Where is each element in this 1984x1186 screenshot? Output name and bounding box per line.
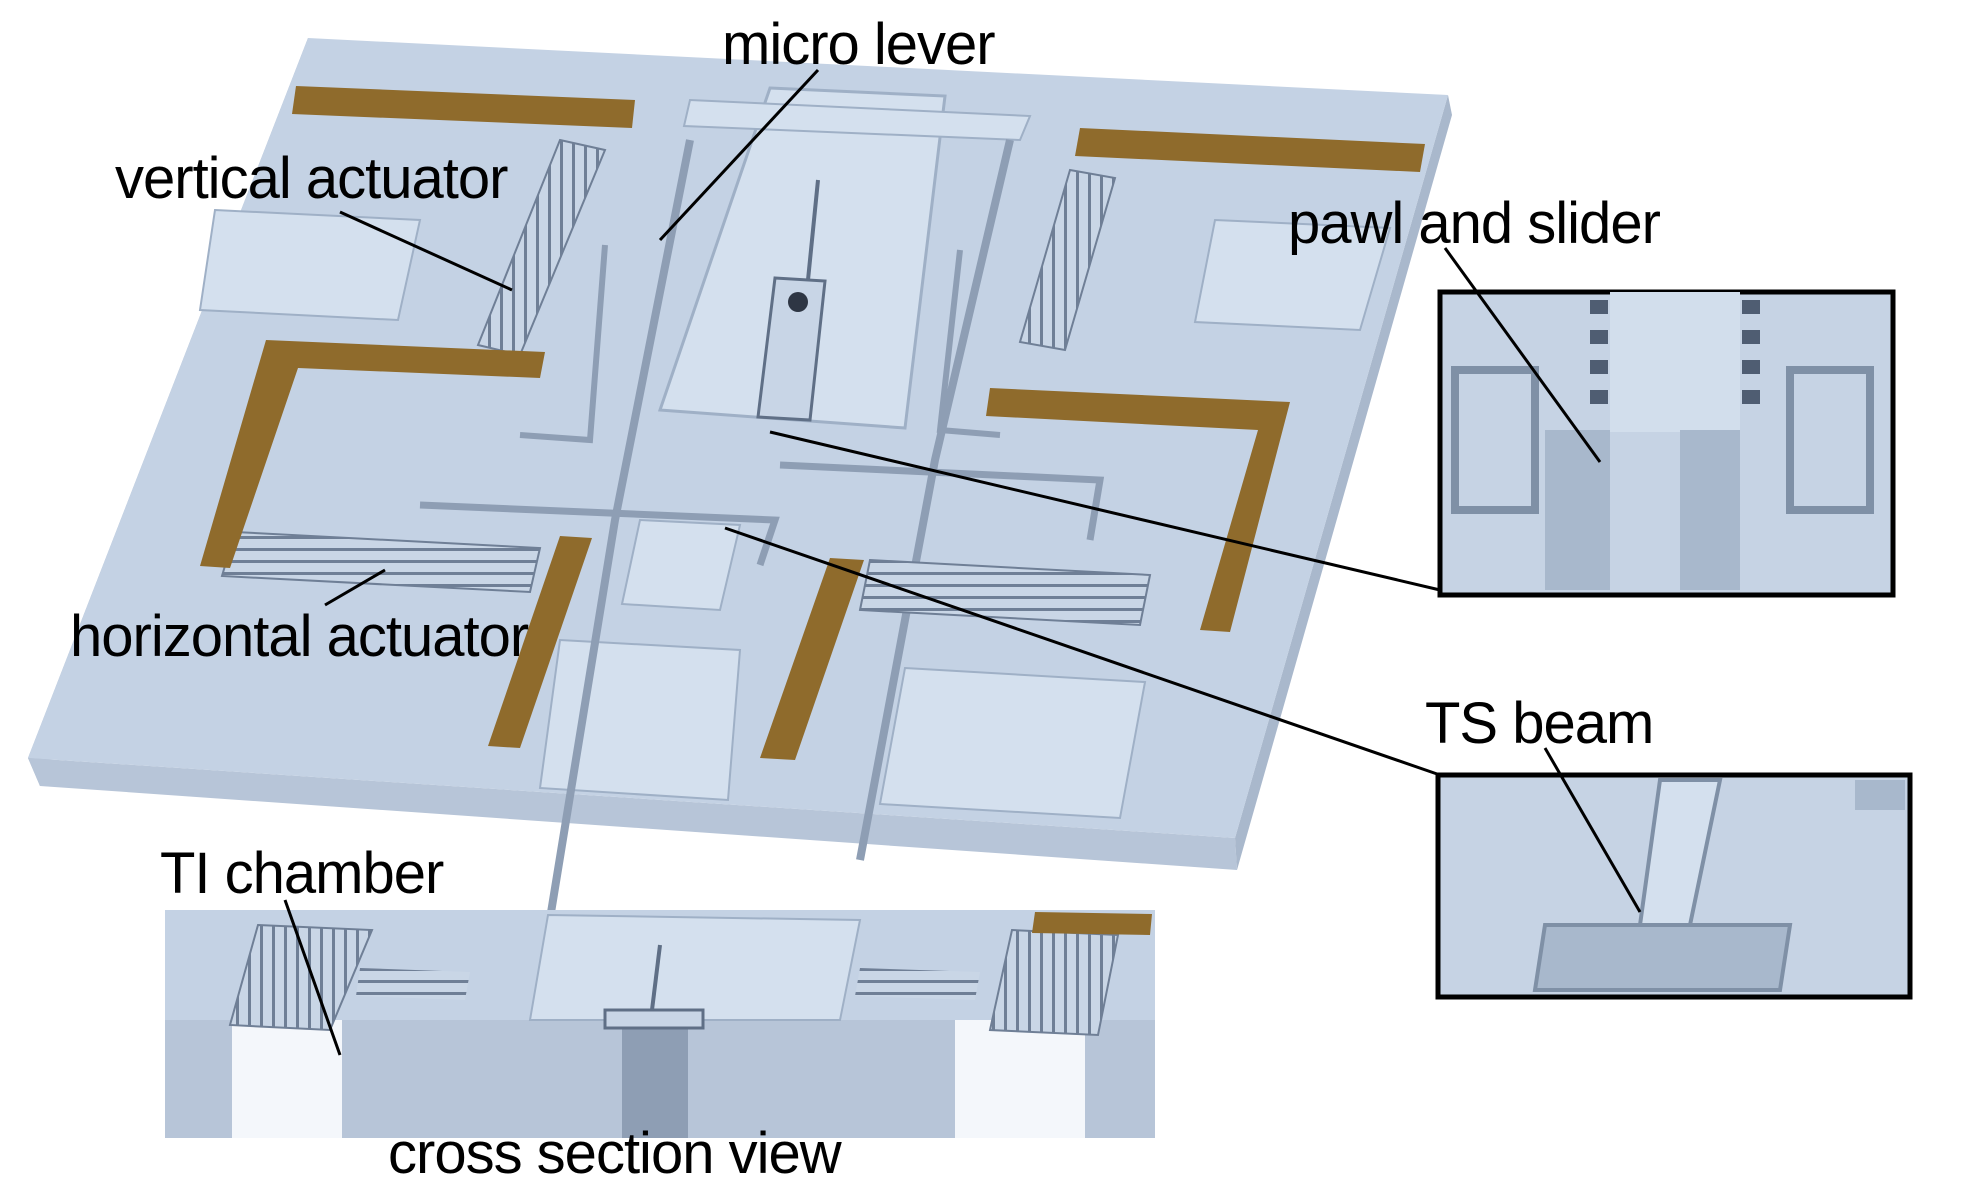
inset-slot-right	[1680, 430, 1740, 590]
cs-left-horizontal-beams	[356, 968, 470, 1000]
label-pawl-and-slider: pawl and slider	[1288, 191, 1661, 256]
label-micro-lever: micro lever	[722, 12, 996, 77]
electrode-mid-right	[986, 388, 1290, 632]
right-block	[1193, 218, 1392, 332]
label-horizontal-actuator: horizontal actuator	[70, 604, 529, 669]
lever-frame-right	[856, 139, 1014, 861]
vertical-actuator-right	[1018, 168, 1117, 352]
center-lower-block	[620, 518, 742, 612]
horizontal-actuator-right	[858, 558, 1152, 627]
cs-raised-plate	[528, 913, 862, 1021]
zoom-line-pawl	[769, 430, 1441, 592]
substrate-right-face	[1235, 95, 1452, 870]
cs-chamber-right	[955, 1020, 1085, 1138]
leader-micro-lever	[658, 68, 820, 242]
micro-lever-plate	[657, 86, 947, 430]
inset-ts-trench	[1532, 923, 1793, 992]
electrode-top-left	[292, 86, 635, 128]
right-arm-trench	[779, 461, 1105, 541]
ts-beam-stem	[806, 179, 820, 281]
cs-chamber-left	[232, 1020, 342, 1138]
electrode-bottom-left	[488, 536, 592, 748]
electrode-top-right	[1075, 128, 1425, 172]
label-vertical-actuator: vertical actuator	[115, 146, 508, 211]
leader-ts-beam	[1543, 747, 1642, 913]
zoom-line-ts-beam	[724, 526, 1441, 777]
cs-chamber-center	[622, 1020, 688, 1138]
leader-ti-chamber	[283, 899, 342, 1056]
cs-right-actuator	[988, 928, 1120, 1037]
inset-right-anchor	[1786, 366, 1874, 514]
callout-lines	[283, 68, 1642, 1056]
lever-top-tab	[682, 98, 1032, 142]
inset-pawl-teeth	[1590, 300, 1760, 404]
top-left-block	[198, 208, 422, 322]
mems-chip	[28, 38, 1452, 981]
right-inner-trench	[936, 249, 1001, 438]
cs-ts-beam	[650, 944, 662, 1011]
inset-left-anchor	[1451, 366, 1539, 514]
inset-slot-left	[1545, 430, 1610, 590]
inset-ts-corner-pad	[1855, 780, 1905, 810]
inset-slider-body	[1610, 292, 1740, 432]
leader-horizontal-actuator	[324, 568, 386, 607]
cs-right-horizontal-beams	[855, 968, 980, 1000]
electrode-bottom-right	[760, 558, 864, 760]
cross-section-view	[165, 910, 1155, 1138]
lever-frame-left	[536, 139, 694, 981]
bottom-right-block	[878, 666, 1147, 820]
cs-slider	[603, 1008, 705, 1030]
slider-hole	[788, 292, 808, 312]
left-inner-trench	[519, 244, 608, 444]
left-arm-trench	[419, 501, 780, 567]
label-ti-chamber: TI chamber	[160, 841, 444, 906]
leader-pawl-and-slider	[1443, 247, 1602, 463]
electrode-mid-left	[200, 340, 545, 568]
label-ts-beam: TS beam	[1425, 691, 1654, 756]
cs-gold-electrode	[1032, 912, 1152, 935]
label-cross-section-view: cross section view	[388, 1121, 842, 1186]
leader-vertical-actuator	[339, 210, 513, 292]
substrate-front-face	[28, 758, 1237, 870]
inset-ts-beam	[1435, 772, 1913, 1000]
inset-pawl-and-slider	[1437, 289, 1896, 598]
